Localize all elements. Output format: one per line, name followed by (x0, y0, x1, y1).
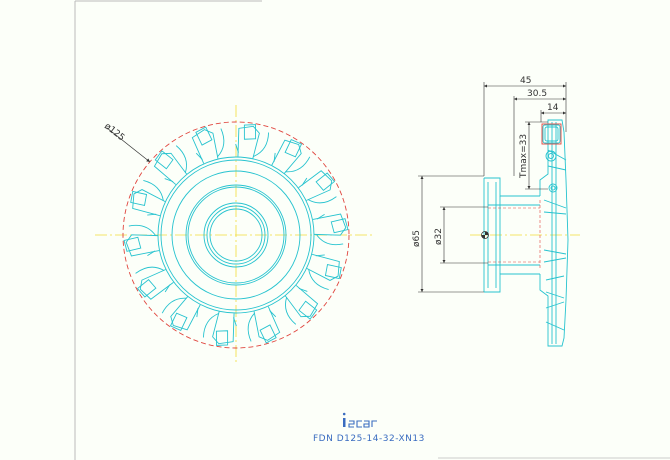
insert-highlight (541, 123, 562, 145)
title-block: FDN D125-14-32-XN13 (313, 412, 425, 444)
dim-bore-diameter: ø32 (434, 228, 444, 245)
insert-pocket (247, 306, 281, 344)
insert-pocket (284, 285, 319, 325)
diameter-label-125: ø125 (102, 121, 126, 143)
insert-pocket (298, 170, 337, 204)
bore-center-mark (481, 231, 489, 239)
side-view: 45 30.5 14 Tmax=33 ø65 ø32 (412, 76, 580, 347)
sheet-border (74, 0, 670, 460)
dimension-lines (418, 82, 567, 293)
insert-pocket (312, 213, 349, 246)
dim-hub-diameter: ø65 (412, 230, 422, 247)
insert-pocket (306, 253, 342, 290)
front-centerlines (95, 105, 375, 362)
part-number: FDN D125-14-32-XN13 (313, 434, 425, 444)
cutter-body-outline (157, 156, 315, 314)
diameter-leader (106, 127, 151, 163)
iscar-logo (342, 412, 377, 428)
dim-overall-width: 45 (520, 76, 531, 86)
insert-pocket (130, 180, 166, 217)
dim-insert-width: 14 (547, 103, 559, 113)
insert-pocket (235, 124, 270, 159)
front-view: ø125 (95, 105, 375, 362)
insert-pockets (123, 124, 349, 346)
insert-pocket (161, 296, 201, 331)
insert-pocket (123, 224, 160, 257)
insert-pocket (202, 311, 237, 346)
side-hidden-lines (488, 200, 541, 270)
insert-pocket (153, 145, 188, 185)
insert-pocket (271, 139, 311, 174)
insert-pocket (135, 266, 174, 300)
cutting-diameter-circle (122, 121, 350, 349)
insert-pocket (191, 126, 225, 164)
dim-mid-width: 30.5 (527, 89, 547, 99)
dim-max-depth: Tmax=33 (519, 134, 529, 179)
